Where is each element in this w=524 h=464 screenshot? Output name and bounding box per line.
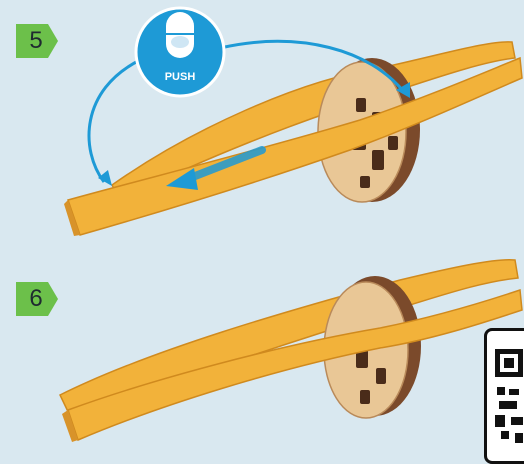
push-label: PUSH xyxy=(165,71,196,83)
qr-code xyxy=(484,328,524,464)
finger-push-icon xyxy=(166,12,194,58)
instruction-page: 5 6 xyxy=(0,0,524,443)
step-5-illustration xyxy=(0,0,524,270)
push-hint: PUSH xyxy=(130,4,230,104)
step-6-illustration xyxy=(0,250,524,450)
